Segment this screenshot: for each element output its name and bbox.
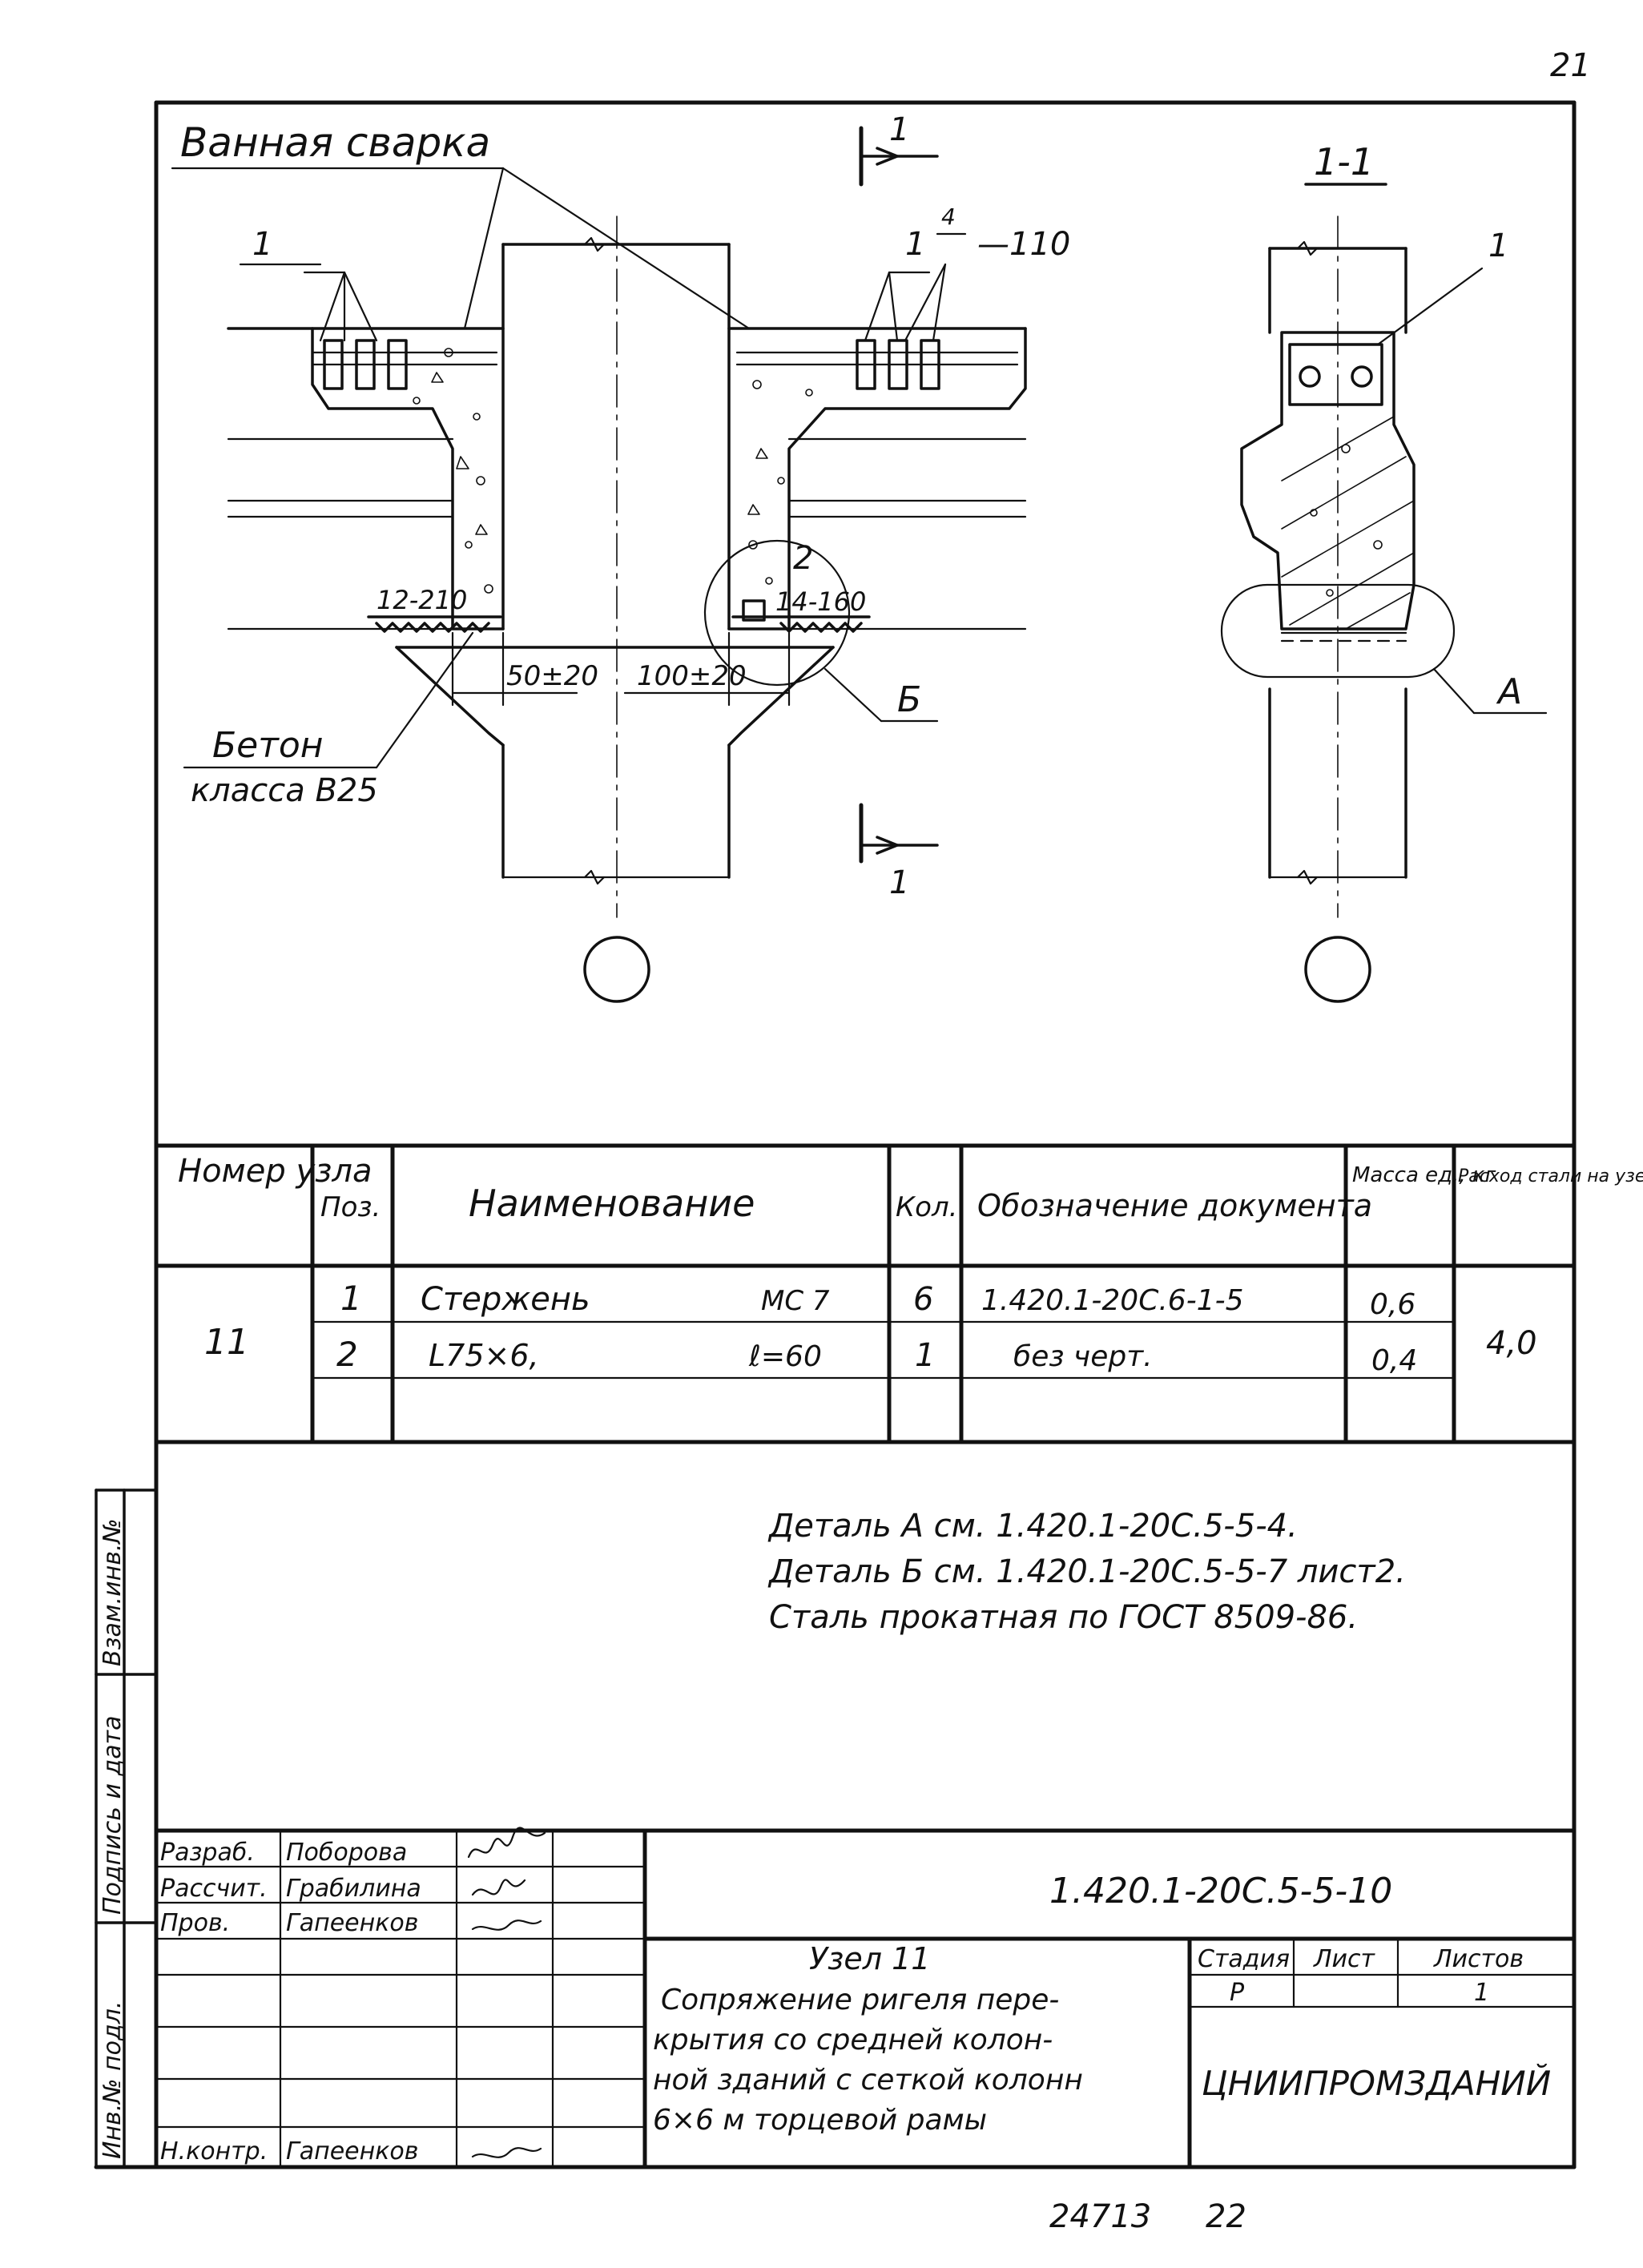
axis-bubble-right <box>1304 936 1371 1003</box>
row2-pos: 2 <box>336 1335 358 1374</box>
stage-value: Р <box>1230 1979 1245 2007</box>
desc-line-4: 6×6 м торцевой рамы <box>653 2104 987 2137</box>
note-3: Сталь прокатная по ГОСТ 8509-86. <box>769 1599 1358 1636</box>
detail-b-circle <box>703 539 851 687</box>
row2-doc: без черт. <box>1013 1340 1153 1373</box>
weld-right-label: 14-160 <box>775 586 866 617</box>
cell-consumption: 4,0 <box>1486 1325 1537 1362</box>
row2-qty: 1 <box>915 1337 935 1374</box>
th-pos: Поз. <box>320 1191 381 1223</box>
desc-line-2: крытия со средней колон- <box>653 2024 1053 2057</box>
desc-title: Узел 11 <box>809 1941 930 1976</box>
organization: ЦНИИПРОМЗДАНИЙ <box>1202 2063 1551 2103</box>
sheet-frame <box>94 100 1577 2169</box>
spec-table <box>154 1143 1577 1444</box>
footer-page-number: 22 <box>1206 2198 1246 2235</box>
weld-dimension: —110 <box>977 226 1070 263</box>
sheet-label: Лист <box>1313 1945 1376 1973</box>
column-left-view <box>395 236 835 885</box>
concrete-note: Бетон класса В25 <box>183 631 474 809</box>
section-mark-top: 1 <box>859 111 939 187</box>
axis-bubble-left <box>583 936 650 1003</box>
leader-pos1-left: 1 <box>252 226 272 263</box>
gap-dimensions: 50±20 100±20 <box>451 631 791 707</box>
row1-qty: 6 <box>913 1281 933 1318</box>
weld-title-group: Ванная сварка <box>171 119 751 330</box>
desc-line-1: Сопряжение ригеля пере- <box>661 1984 1059 2016</box>
row1-mass: 0,6 <box>1370 1288 1415 1321</box>
weld-title: Ванная сварка <box>180 119 490 166</box>
detail-a-label: А <box>1496 671 1522 712</box>
doc-code: 1.420.1-20С.5-5-10 <box>1049 1871 1392 1911</box>
th-name: Наименование <box>469 1182 755 1225</box>
page-number: 21 <box>1550 47 1591 84</box>
gap-right-label: 100±20 <box>637 660 747 692</box>
beam-left <box>227 271 505 633</box>
weld-left-label: 12-210 <box>377 585 467 615</box>
stamp-sign-date: Подпись и дата <box>99 1716 127 1916</box>
sheets-value: 1 <box>1474 1979 1489 2007</box>
role-3: Пров. <box>160 1909 230 1937</box>
section-1-1: 1-1 А 1 <box>1220 140 1548 1003</box>
stamp-inv-podl: Инв.№ подл. <box>99 2001 127 2159</box>
stage-label: Стадия <box>1198 1945 1290 1973</box>
notes: Деталь А см. 1.420.1-20С.5-5-4. Деталь Б… <box>767 1508 1406 1636</box>
row1-mark: МС 7 <box>761 1285 830 1317</box>
leader-pos1-right: 1 <box>905 226 925 263</box>
row1-doc: 1.420.1-20С.6-1-5 <box>981 1284 1243 1317</box>
detail-b-label: Б <box>897 679 921 720</box>
th-consumption: Расход стали на узел, кг <box>1458 1166 1643 1186</box>
desc-line-3: ной зданий с сеткой колонн <box>653 2064 1083 2097</box>
cell-node: 11 <box>204 1322 249 1363</box>
section-pos1-label: 1 <box>1488 228 1508 264</box>
section-title: 1-1 <box>1314 140 1374 183</box>
role-2: Рассчит. <box>160 1875 268 1903</box>
gap-left-label: 50±20 <box>506 660 598 692</box>
row2-mark: ℓ=60 <box>748 1340 822 1373</box>
weld-fraction: 4 <box>941 203 956 230</box>
th-qty: Кол. <box>896 1191 957 1223</box>
th-mass: Масса ед., кг <box>1352 1163 1496 1187</box>
section-mark-top-label: 1 <box>889 111 909 148</box>
note-2: Деталь Б см. 1.420.1-20С.5-5-7 лист2. <box>767 1553 1406 1590</box>
concrete-line2: класса В25 <box>191 772 378 809</box>
name-3: Гапеенков <box>286 1909 418 1937</box>
section-mark-bottom-label: 1 <box>889 864 909 901</box>
name-1: Поборова <box>286 1839 407 1867</box>
th-node: Номер узла <box>178 1153 372 1190</box>
table-row: 1 Стержень МС 7 6 1.420.1-20С.6-1-5 0,6 <box>340 1279 1415 1321</box>
signature-marks <box>467 1827 546 2158</box>
concrete-line1: Бетон <box>212 725 324 766</box>
name-2: Грабилина <box>286 1875 421 1903</box>
row1-pos: 1 <box>340 1279 362 1318</box>
section-mark-bottom: 1 <box>859 803 939 901</box>
role-1: Разраб. <box>160 1839 255 1867</box>
table-row: 2 L75×6, ℓ=60 1 без черт. 0,4 <box>336 1335 1417 1377</box>
role-8: Н.контр. <box>160 2137 268 2165</box>
sheets-label: Листов <box>1433 1945 1524 1973</box>
note-1: Деталь А см. 1.420.1-20С.5-5-4. <box>767 1508 1298 1545</box>
th-doc: Обозначение документа <box>977 1188 1372 1223</box>
archive-number: 24713 <box>1049 2198 1151 2235</box>
detail-a-oval <box>1220 583 1456 679</box>
detail-b-pos: 2 <box>793 540 813 577</box>
beam-right <box>703 263 1027 723</box>
row1-name: Стержень <box>421 1281 590 1318</box>
name-8: Гапеенков <box>286 2137 418 2165</box>
axis-left <box>583 216 650 1003</box>
row2-name: L75×6, <box>429 1338 539 1373</box>
title-block <box>154 1828 1577 2169</box>
row2-mass: 0,4 <box>1371 1344 1417 1377</box>
stamp-inv-vzam: Взам.инв.№ <box>99 1518 127 1666</box>
